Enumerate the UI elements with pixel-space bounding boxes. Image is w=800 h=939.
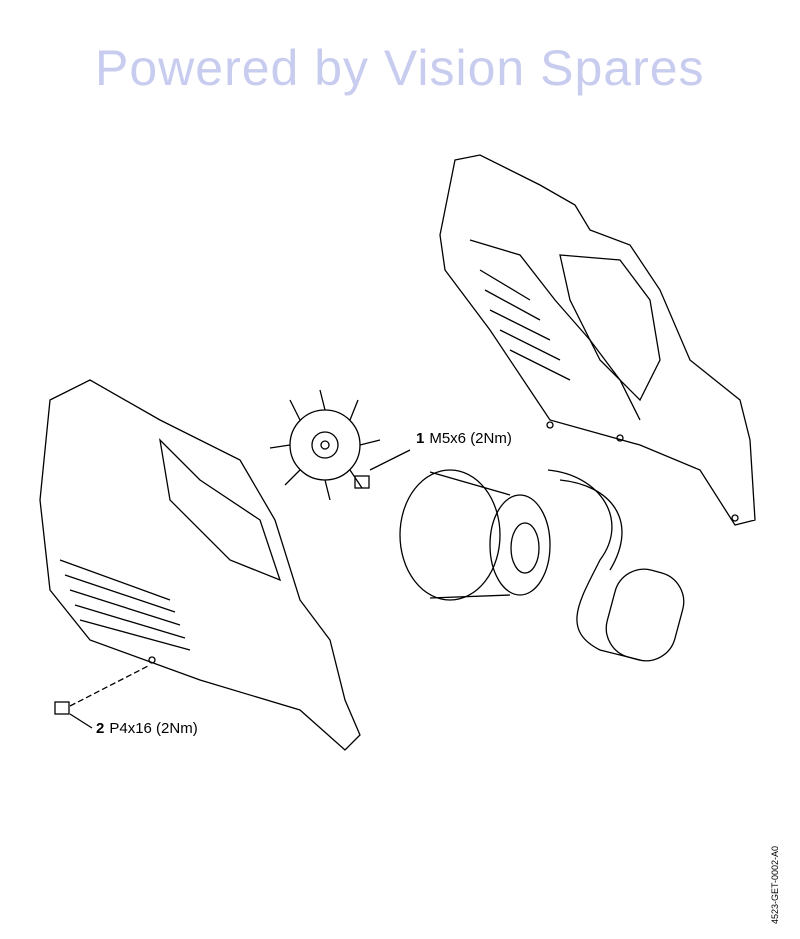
- part-number: 1: [416, 430, 425, 447]
- part-spec: M5x6 (2Nm): [429, 430, 512, 447]
- fan-impeller: [269, 389, 381, 501]
- drawing-code: 4523-GET-0002-A0: [770, 845, 781, 925]
- watermark: Powered by Vision Spares: [95, 40, 705, 96]
- screw-2: [54, 664, 151, 729]
- capacitor-with-wires: [547, 469, 685, 662]
- part-number: 2: [96, 720, 105, 737]
- lower-housing-shell: [39, 379, 361, 751]
- screw-1: [354, 449, 411, 489]
- upper-housing-shell: [439, 154, 756, 526]
- part-spec: P4x16 (2Nm): [109, 720, 198, 737]
- motor-housing: [399, 469, 551, 601]
